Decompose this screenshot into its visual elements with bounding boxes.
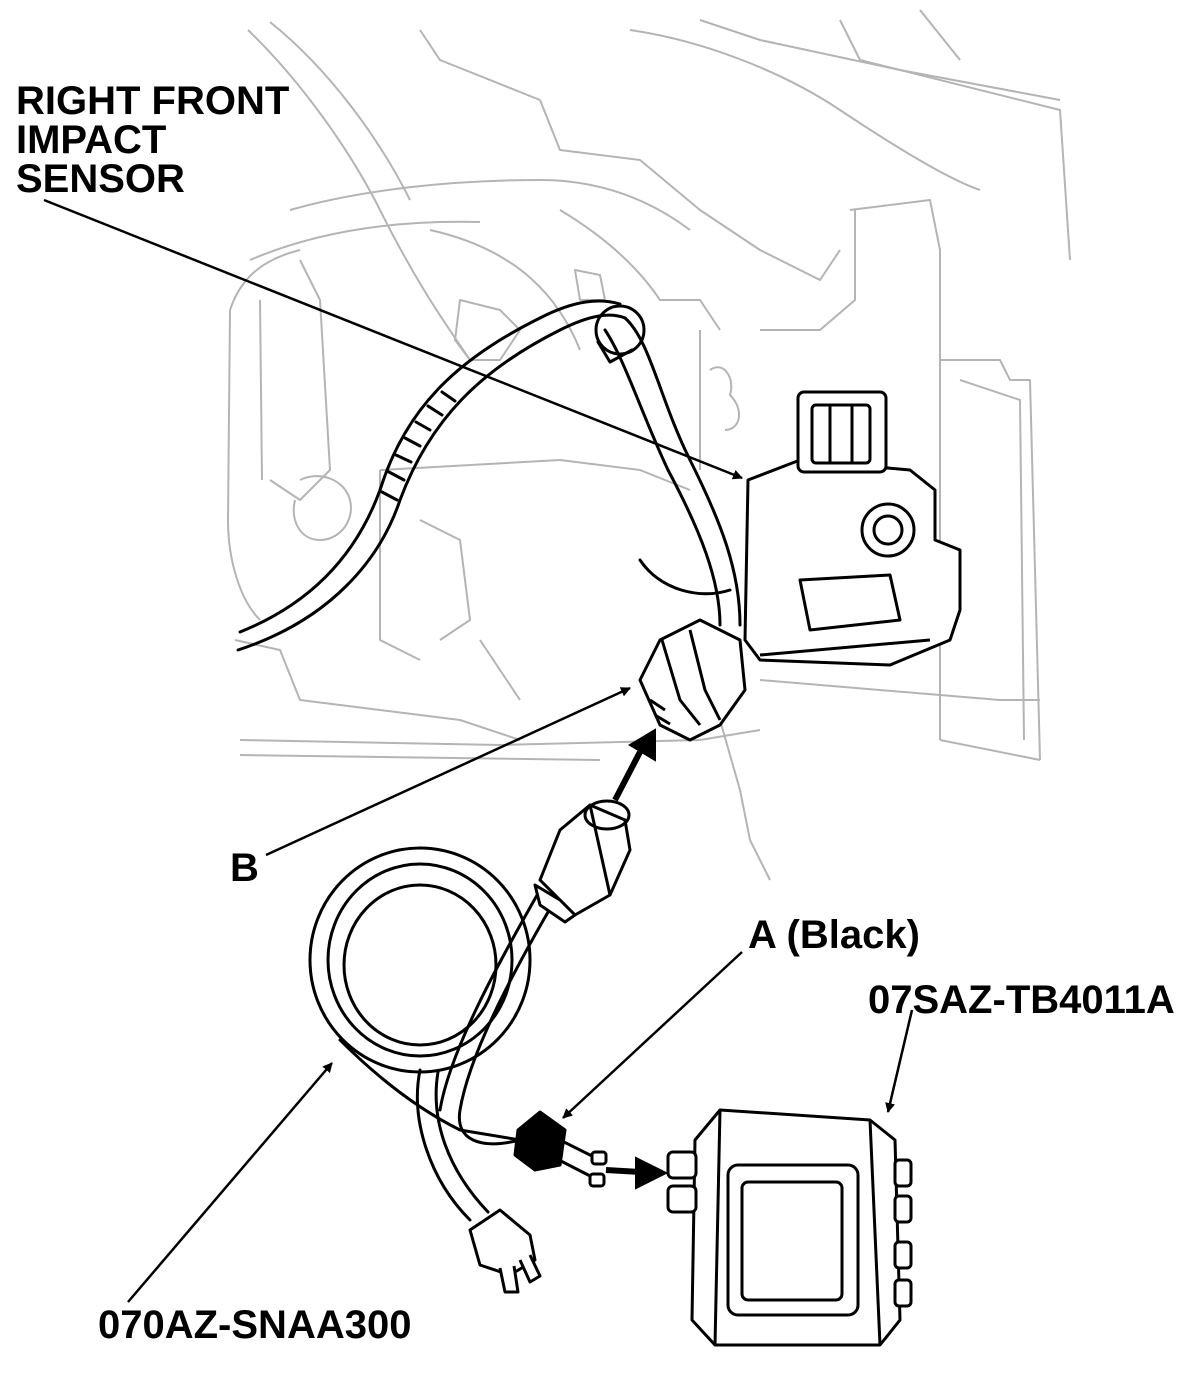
leader-lines <box>43 198 914 1303</box>
sensor-leader-line <box>43 198 743 480</box>
harness-connector-shape <box>533 799 632 924</box>
sensor-label-line3: SENSOR <box>16 157 185 201</box>
connector-b-label: B <box>230 846 259 890</box>
connector-a-shape <box>513 1110 608 1188</box>
tester-box-shape <box>666 1108 913 1347</box>
connector-a-leader-line <box>562 951 743 1119</box>
vehicle-body-background <box>227 9 1071 881</box>
connector-a-label: A (Black) <box>748 913 920 957</box>
harness-part-number: 070AZ-SNAA300 <box>98 1303 412 1347</box>
harness-leader-line <box>127 1062 333 1303</box>
tester-leader-line <box>885 1009 914 1113</box>
sensor-label-line2: IMPACT <box>16 118 167 162</box>
sensor-label-line1: RIGHT FRONT <box>16 79 290 123</box>
vehicle-wire-harness <box>236 299 742 652</box>
connector-b-shape <box>638 618 747 742</box>
tester-part-number: 07SAZ-TB4011A <box>868 978 1175 1022</box>
ac-plug-shape <box>468 1208 542 1294</box>
impact-sensor-label: RIGHT FRONT IMPACT SENSOR <box>16 79 290 201</box>
connector-b-leader-line <box>265 686 631 857</box>
test-harness-cable <box>308 846 557 1222</box>
impact-sensor-body <box>743 390 962 667</box>
connection-arrows <box>605 728 669 1190</box>
